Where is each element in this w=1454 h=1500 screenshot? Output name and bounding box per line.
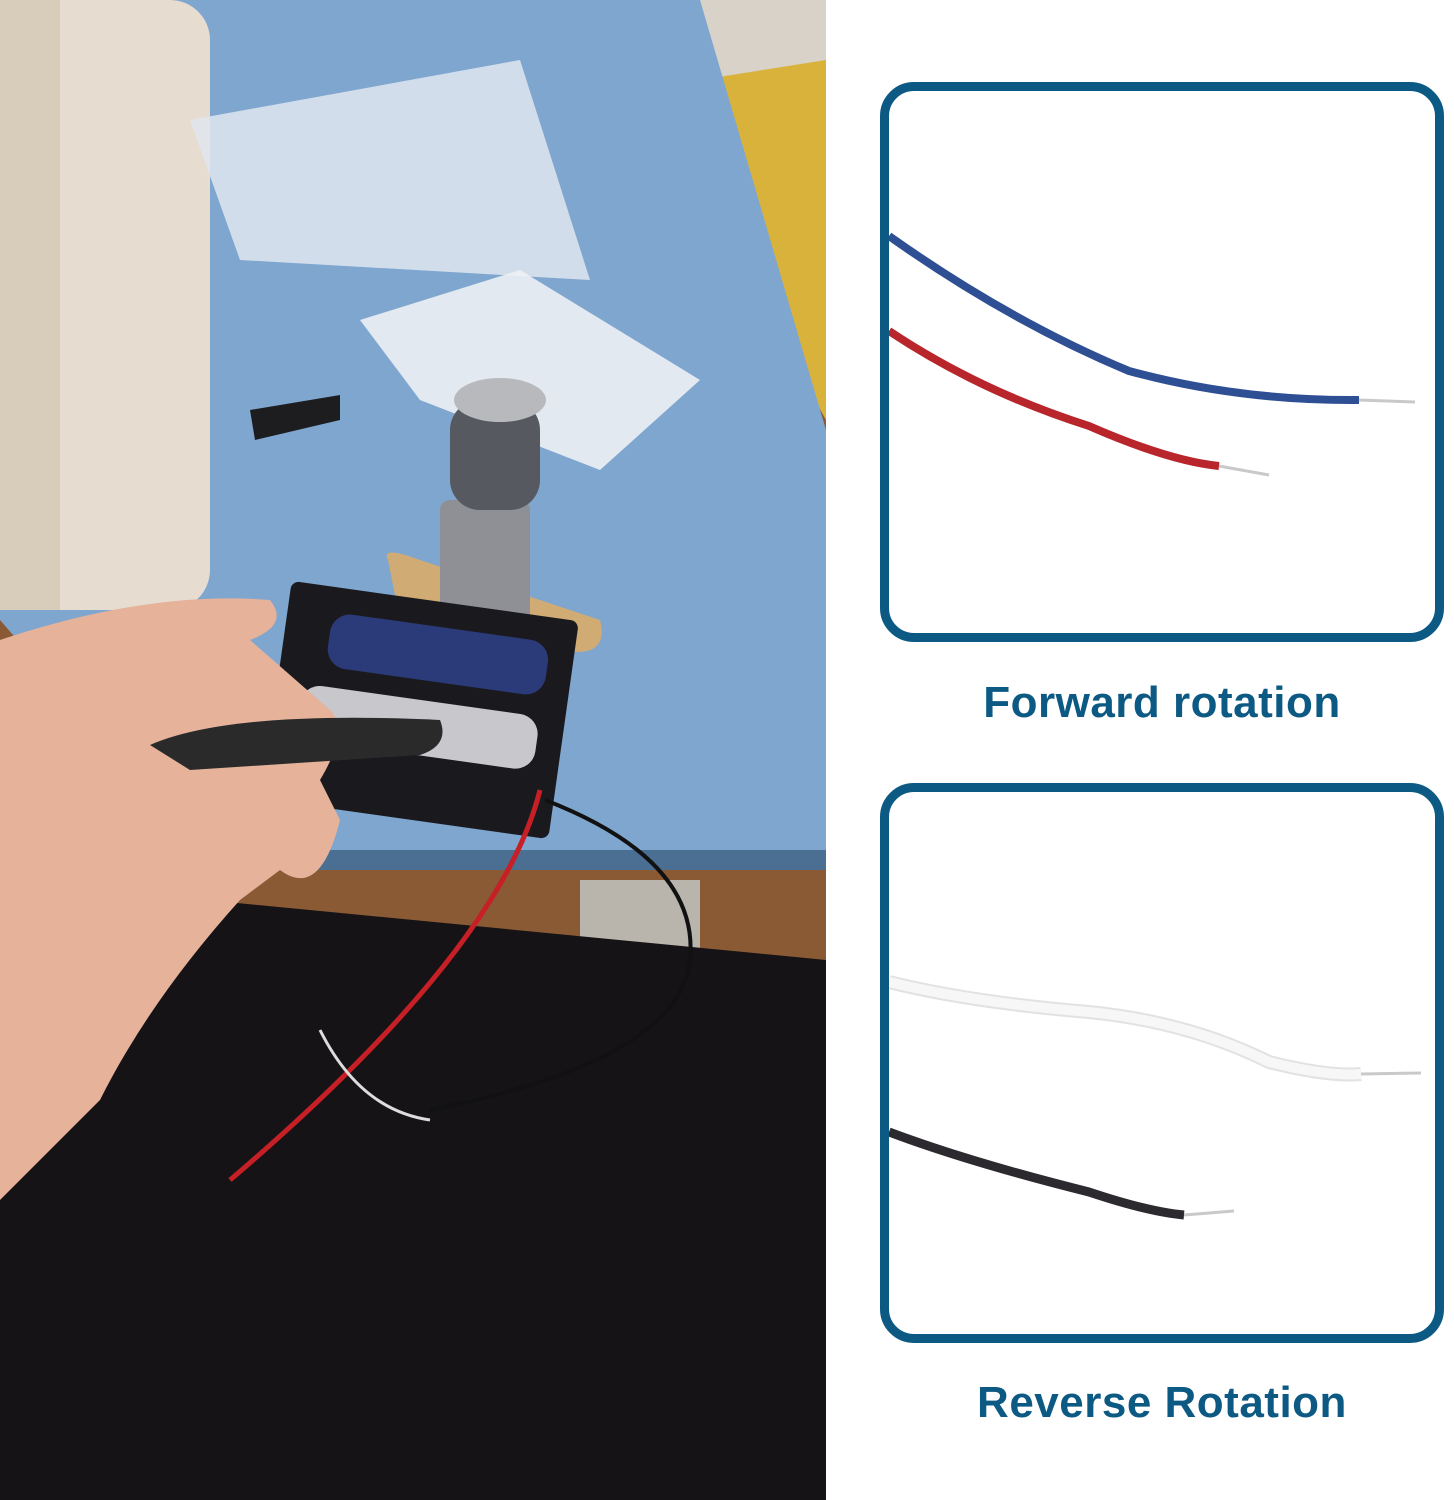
reverse-rotation-panel [880, 783, 1444, 1343]
reverse-rotation-label: Reverse Rotation [977, 1378, 1347, 1427]
forward-wires-illustration [889, 232, 1416, 477]
photo-illustration [0, 0, 826, 1500]
forward-rotation-panel [880, 82, 1444, 642]
product-demo-photo [0, 0, 826, 1500]
forward-rotation-label: Forward rotation [983, 678, 1341, 727]
reverse-wires-illustration [889, 975, 1422, 1220]
